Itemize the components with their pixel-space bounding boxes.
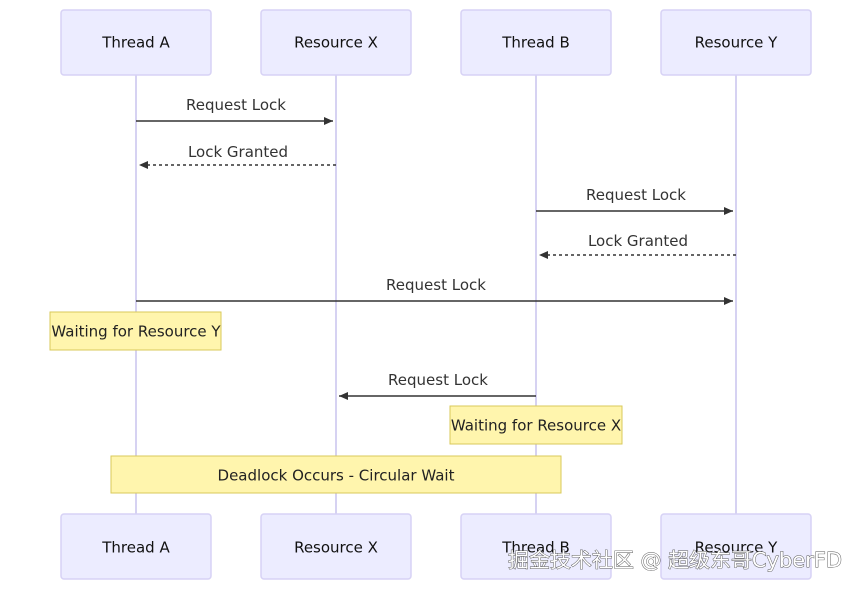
note-label: Deadlock Occurs - Circular Wait	[218, 467, 455, 485]
message-2: Lock Granted	[139, 143, 336, 169]
message-label: Request Lock	[386, 276, 486, 294]
actor-label: Thread A	[101, 539, 170, 557]
actor-resource-y-top: Resource Y	[660, 9, 812, 76]
message-label: Lock Granted	[588, 232, 688, 250]
actor-label: Resource X	[294, 539, 378, 557]
actor-thread-b-bottom: Thread B	[460, 513, 612, 580]
note-waiting-resource-y: Waiting for Resource Y	[49, 311, 222, 351]
message-4: Lock Granted	[539, 232, 736, 259]
actor-label: Resource Y	[695, 539, 779, 557]
note-label: Waiting for Resource X	[451, 417, 621, 435]
actor-resource-x-bottom: Resource X	[260, 513, 412, 580]
message-label: Request Lock	[388, 371, 488, 389]
actor-label: Thread B	[501, 34, 570, 52]
actor-label: Thread B	[501, 539, 570, 557]
message-5: Request Lock	[136, 276, 733, 305]
actor-thread-a-top: Thread A	[60, 9, 212, 76]
actor-thread-b-top: Thread B	[460, 9, 612, 76]
message-label: Request Lock	[186, 96, 286, 114]
actor-thread-a-bottom: Thread A	[60, 513, 212, 580]
message-1: Request Lock	[136, 96, 333, 125]
note-label: Waiting for Resource Y	[51, 323, 221, 341]
note-deadlock: Deadlock Occurs - Circular Wait	[110, 455, 562, 494]
message-label: Request Lock	[586, 186, 686, 204]
actor-resource-x-top: Resource X	[260, 9, 412, 76]
message-6: Request Lock	[339, 371, 536, 400]
message-label: Lock Granted	[188, 143, 288, 161]
message-3: Request Lock	[536, 186, 733, 215]
actor-label: Resource X	[294, 34, 378, 52]
note-waiting-resource-x: Waiting for Resource X	[449, 405, 623, 445]
watermark-text: 掘金技术社区 @ 超级东哥CyberFD	[508, 548, 842, 572]
actor-label: Thread A	[101, 34, 170, 52]
actor-resource-y-bottom: Resource Y	[660, 513, 812, 580]
actor-label: Resource Y	[695, 34, 779, 52]
